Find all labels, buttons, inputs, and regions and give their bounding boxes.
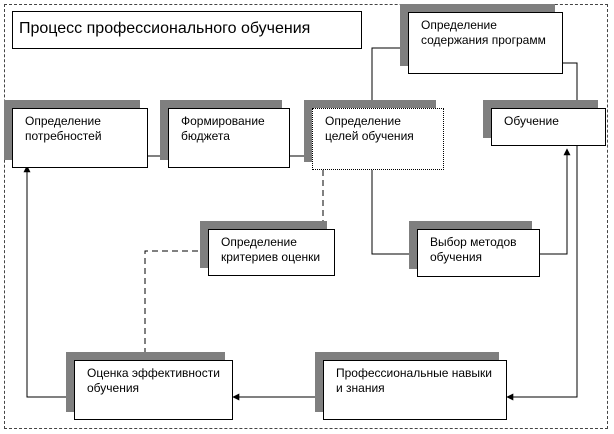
node-goals: Определение целей обучения <box>304 100 444 170</box>
node-methods-label: Выбор методов обучения <box>417 229 540 277</box>
node-needs: Определение потребностей <box>4 100 148 168</box>
node-methods: Выбор методов обучения <box>409 221 540 277</box>
node-skills-label: Профессиональные навыки и знания <box>323 360 507 420</box>
node-training-label: Обучение <box>491 108 606 146</box>
node-criteria: Определение критериев оценки <box>200 221 335 276</box>
node-budget: Формирование бюджета <box>160 100 290 168</box>
dashed-criteria-to-evaluation <box>144 250 208 360</box>
node-criteria-label: Определение критериев оценки <box>208 229 335 276</box>
arrow-evaluation-to-needs <box>23 165 74 398</box>
node-budget-label: Формирование бюджета <box>168 108 290 168</box>
node-evaluation-label: Оценка эффективности обучения <box>74 360 233 420</box>
node-evaluation: Оценка эффективности обучения <box>66 352 233 420</box>
node-goals-label: Определение целей обучения <box>312 108 444 170</box>
node-content-label: Определение содержания программ <box>408 12 563 74</box>
node-content: Определение содержания программ <box>400 4 563 74</box>
node-skills: Профессиональные навыки и знания <box>315 352 507 420</box>
arrow-goals-to-content <box>371 44 409 110</box>
diagram-title: Процесс профессионального обучения <box>12 11 362 49</box>
arrow-methods-to-training <box>540 148 571 255</box>
arrow-content-to-training <box>563 62 581 108</box>
node-training: Обучение <box>483 100 606 146</box>
node-needs-label: Определение потребностей <box>12 108 148 168</box>
arrow-goals-to-methods <box>371 170 418 258</box>
diagram-frame <box>4 4 608 429</box>
arrow-training-to-skills <box>506 146 578 401</box>
